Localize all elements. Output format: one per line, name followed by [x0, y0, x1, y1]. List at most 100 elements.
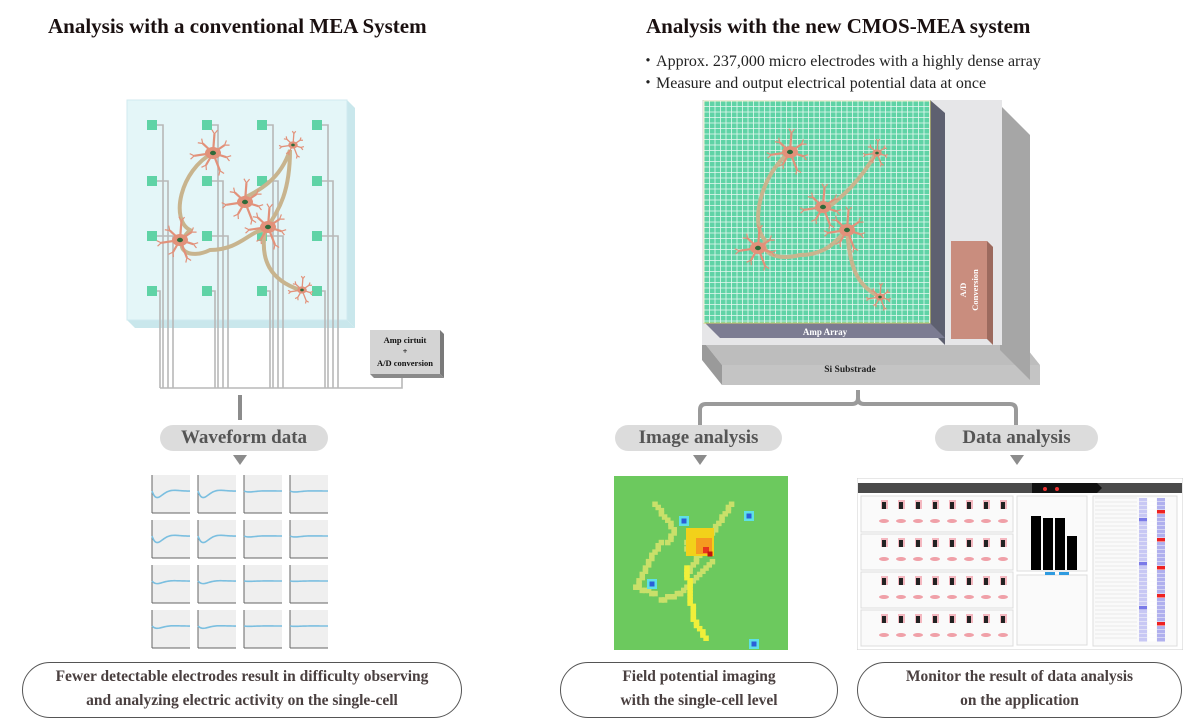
app-heat-cell [1148, 622, 1156, 626]
app-heat-cell [1157, 554, 1165, 558]
app-heat-cell [1139, 586, 1147, 590]
heatmap-pixel [665, 539, 671, 546]
dendrite-branch [811, 192, 814, 198]
waveform-cell [243, 565, 282, 604]
waveform-cell [151, 475, 191, 514]
app-waveform-blob [913, 557, 923, 561]
heatmap-background [614, 476, 788, 650]
waveform-cell-bg [244, 565, 282, 603]
bullet-electrodes: ・Approx. 237,000 micro electrodes with a… [640, 53, 1041, 70]
heatmap-pixel [652, 501, 658, 508]
dendrite-branch [288, 291, 292, 295]
data-analysis-label: Data analysis [935, 425, 1098, 451]
heatmap-pixel [687, 578, 693, 584]
electrode [202, 286, 212, 296]
heatmap-pixel [703, 635, 709, 641]
heatmap-pixel [693, 555, 700, 562]
heatmap-pixel [725, 507, 732, 514]
app-heat-cell [1157, 558, 1165, 562]
app-heat-cell [1157, 498, 1165, 502]
dendrite-branch [201, 164, 207, 168]
app-waveform-blob [964, 557, 974, 561]
dendrite-branch [795, 169, 798, 175]
nucleus [878, 295, 882, 299]
dendrite-branch [256, 238, 262, 242]
app-heat-cell [1148, 590, 1156, 594]
heatmap-pixel [655, 546, 661, 552]
heatmap-pixel [690, 606, 697, 613]
electrode-wire [322, 235, 339, 388]
dendrite-branch [168, 251, 174, 255]
ad-label-line1: A/D [958, 283, 968, 298]
heatmap-pixel [636, 578, 642, 584]
app-toolbar [858, 483, 1182, 493]
app-spike-bar [1001, 502, 1005, 509]
app-waveform-blob [896, 519, 906, 523]
conventional-mea-diagram: Amp cirtuit + A/D conversion [126, 99, 444, 420]
app-heat-cell [1157, 538, 1165, 542]
heatmap-pixel [671, 530, 677, 536]
electrode-wire [212, 290, 216, 388]
app-spike-bar [882, 616, 886, 623]
dendrite-branch [756, 224, 760, 230]
heatmap-pixel [642, 565, 649, 571]
app-heat-cell [1148, 534, 1156, 538]
dendrite-branch [299, 137, 302, 141]
app-heat-cell [1139, 582, 1147, 586]
dendrite-branch [746, 233, 749, 239]
app-heat-cell [1148, 558, 1156, 562]
app-heat-cell [1157, 590, 1165, 594]
app-heat-cell [1148, 514, 1156, 518]
nucleus [177, 237, 183, 243]
dendrite-branch [763, 265, 766, 271]
dendrite-branch [225, 156, 230, 162]
electrode [202, 120, 212, 130]
dendrite-branch [860, 232, 866, 235]
waveform-trace [151, 624, 191, 630]
app-waveform-blob [998, 519, 1008, 523]
heatmap-pixel [690, 578, 697, 584]
app-heat-cell [1148, 542, 1156, 546]
dendrite-branch [233, 213, 239, 217]
app-waveform-blob [879, 519, 889, 523]
amp-box-line3: A/D conversion [377, 358, 433, 368]
app-heat-cell [1157, 598, 1165, 602]
waveform-cell-bg [152, 520, 190, 558]
heatmap-pixel [700, 632, 706, 638]
app-heat-cell [1139, 566, 1147, 570]
heatmap-pixel [687, 581, 693, 587]
app-heat-cell [1139, 598, 1147, 602]
dendrite-branch [256, 212, 259, 218]
app-waveform-blob [981, 557, 991, 561]
app-spike-bar [933, 502, 937, 509]
dendrite-branch [790, 128, 796, 134]
app-button [1059, 572, 1069, 575]
electrode-wire [267, 124, 274, 388]
waveform-cell-bg [290, 520, 328, 558]
app-heat-cell [1139, 578, 1147, 582]
app-spike-bar [933, 616, 937, 623]
app-heat-cell [1139, 550, 1147, 554]
heatmap-pixel [706, 562, 713, 568]
waveform-trace [197, 489, 237, 499]
heatmap-pixel [700, 629, 706, 635]
dendrite-branch [251, 219, 257, 224]
app-heat-cell [1148, 578, 1156, 582]
amp-array [705, 323, 945, 338]
dendrite-branch [244, 227, 250, 231]
bullet-measure: ・Measure and output electrical potential… [640, 75, 987, 92]
app-button [1045, 572, 1055, 575]
dendrite-branch [279, 146, 283, 150]
app-spike-bar [1001, 616, 1005, 623]
app-heat-cell [1139, 542, 1147, 546]
dendrite-branch [300, 275, 304, 279]
dendrite-branch [878, 282, 882, 286]
app-heat-cell [1157, 518, 1165, 522]
nucleus [291, 143, 295, 147]
app-heat-cell [1139, 526, 1147, 530]
waveform-cell [243, 610, 282, 649]
heatmap-pixel [661, 597, 668, 603]
dendrite-branch [803, 154, 809, 157]
heatmap-pixel [725, 504, 732, 511]
waveform-trace [289, 490, 329, 493]
